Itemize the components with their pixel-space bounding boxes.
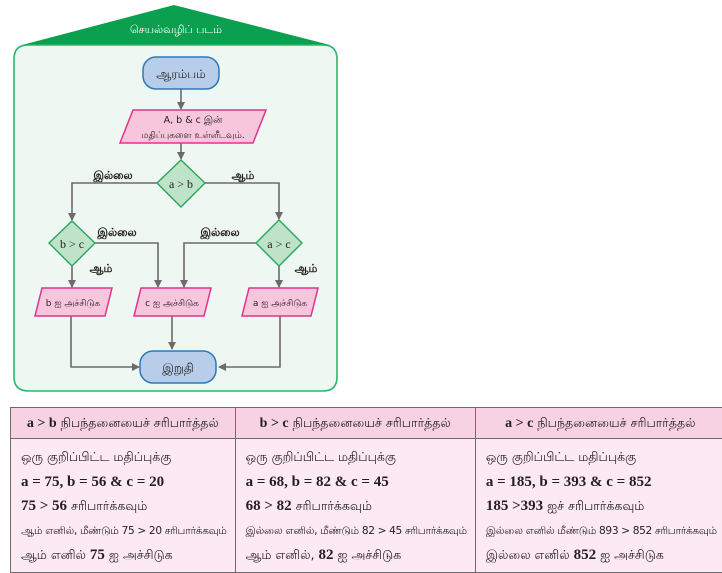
result-suffix: ஐ அச்சிடுக: [105, 547, 173, 562]
cell-line-result: ஆம் எனில் 75 ஐ அச்சிடுக: [21, 543, 227, 568]
cell-line-values: a = 68, b = 82 & c = 45: [246, 470, 467, 495]
header-text: நிபந்தனையைச் சரிபார்த்தல்: [289, 415, 451, 430]
result-prefix: ஆம் எனில்,: [246, 547, 319, 562]
cell-a-gt-c: ஒரு குறிப்பிட்ட மதிப்புக்கு a = 185, b =…: [475, 439, 722, 573]
check-text: சரிபார்க்கவும்: [292, 498, 372, 513]
check-text: ஐச் சரிபார்க்கவும்: [543, 498, 644, 513]
end-label: இறுதி: [162, 361, 194, 376]
flowchart-frame: [14, 45, 337, 391]
check-expression: 68 > 82: [246, 498, 292, 514]
cell-line-result: இல்லை எனில் 852 ஐ அச்சிடுக: [486, 543, 717, 568]
check-expression: 75 > 56: [21, 498, 67, 514]
check-text: சரிபார்க்கவும்: [67, 498, 147, 513]
header-text: நிபந்தனையைச் சரிபார்த்தல்: [57, 415, 219, 430]
table-header-row: a > b நிபந்தனையைச் சரிபார்த்தல் b > c நி…: [11, 408, 722, 439]
result-prefix: ஆம் எனில்: [21, 547, 90, 562]
cell-a-gt-b: ஒரு குறிப்பிட்ட மதிப்புக்கு a = 75, b = …: [11, 439, 236, 573]
input-label-line1: A, b & c இன்: [164, 115, 223, 126]
cell-line-intro: ஒரு குறிப்பிட்ட மதிப்புக்கு: [246, 445, 467, 470]
input-node: A, b & c இன் மதிப்புகளை உள்ளீடவும்.: [120, 110, 266, 143]
flowchart: செயல்வழிப் படம் ஆரம்பம் A, b & c இன் மதி…: [0, 0, 360, 400]
input-label-line2: மதிப்புகளை உள்ளீடவும்.: [141, 131, 245, 141]
output-a-label: a ஐ அச்சிடுக: [253, 299, 308, 309]
output-c-label: c ஐ அச்சிடுக: [145, 299, 199, 309]
result-value: 82: [318, 547, 333, 563]
header-a-gt-c: a > c நிபந்தனையைச் சரிபார்த்தல்: [475, 408, 722, 439]
ab-yes-label: ஆம்: [232, 169, 255, 182]
result-suffix: ஐ அச்சிடுக: [596, 547, 664, 562]
output-c-node: c ஐ அச்சிடுக: [134, 288, 211, 316]
header-text: நிபந்தனையைச் சரிபார்த்தல்: [533, 415, 695, 430]
cell-line-values: a = 185, b = 393 & c = 852: [486, 470, 717, 495]
output-b-label: b ஐ அச்சிடுக: [46, 299, 101, 309]
cell-line-check: 75 > 56 சரிபார்க்கவும்: [21, 494, 227, 519]
result-prefix: இல்லை எனில்: [486, 547, 574, 562]
bc-no-label: இல்லை: [96, 226, 136, 239]
output-a-node: a ஐ அச்சிடுக: [242, 288, 318, 316]
header-condition: b > c: [260, 416, 289, 431]
cell-line-recheck: இல்லை எனில் மீண்டும் 893 > 852 சரிபார்க்…: [486, 519, 717, 544]
header-condition: a > b: [27, 416, 57, 431]
ac-yes-label: ஆம்: [295, 262, 318, 275]
result-value: 852: [574, 547, 597, 563]
cell-line-recheck: ஆம் எனில், மீண்டும் 75 > 20 சரிபார்க்கவு…: [21, 519, 227, 544]
check-expression: 185 >393: [486, 498, 543, 514]
decision-b-gt-c-label: b > c: [60, 237, 84, 251]
cell-b-gt-c: ஒரு குறிப்பிட்ட மதிப்புக்கு a = 68, b = …: [235, 439, 475, 573]
cell-line-intro: ஒரு குறிப்பிட்ட மதிப்புக்கு: [21, 445, 227, 470]
condition-check-table: a > b நிபந்தனையைச் சரிபார்த்தல் b > c நி…: [10, 407, 722, 573]
result-suffix: ஐ அச்சிடுக: [333, 547, 401, 562]
cell-line-check: 68 > 82 சரிபார்க்கவும்: [246, 494, 467, 519]
decision-a-gt-b-label: a > b: [169, 177, 193, 191]
header-a-gt-b: a > b நிபந்தனையைச் சரிபார்த்தல்: [11, 408, 236, 439]
start-label: ஆரம்பம்: [156, 67, 206, 81]
ab-no-label: இல்லை: [92, 169, 132, 182]
end-node: இறுதி: [140, 351, 216, 383]
result-value: 75: [90, 547, 105, 563]
cell-line-values: a = 75, b = 56 & c = 20: [21, 470, 227, 495]
flowchart-title: செயல்வழிப் படம்: [130, 23, 222, 36]
start-node: ஆரம்பம்: [143, 57, 219, 89]
header-b-gt-c: b > c நிபந்தனையைச் சரிபார்த்தல்: [235, 408, 475, 439]
decision-a-gt-c-label: a > c: [267, 237, 290, 251]
cell-line-recheck: இல்லை எனில், மீண்டும் 82 > 45 சரிபார்க்க…: [246, 519, 467, 544]
cell-line-check: 185 >393 ஐச் சரிபார்க்கவும்: [486, 494, 717, 519]
header-condition: a > c: [505, 416, 533, 431]
output-b-node: b ஐ அச்சிடுக: [35, 288, 112, 316]
ac-no-label: இல்லை: [199, 226, 239, 239]
cell-line-result: ஆம் எனில், 82 ஐ அச்சிடுக: [246, 543, 467, 568]
cell-line-intro: ஒரு குறிப்பிட்ட மதிப்புக்கு: [486, 445, 717, 470]
table-row: ஒரு குறிப்பிட்ட மதிப்புக்கு a = 75, b = …: [11, 439, 722, 573]
bc-yes-label: ஆம்: [90, 262, 113, 275]
